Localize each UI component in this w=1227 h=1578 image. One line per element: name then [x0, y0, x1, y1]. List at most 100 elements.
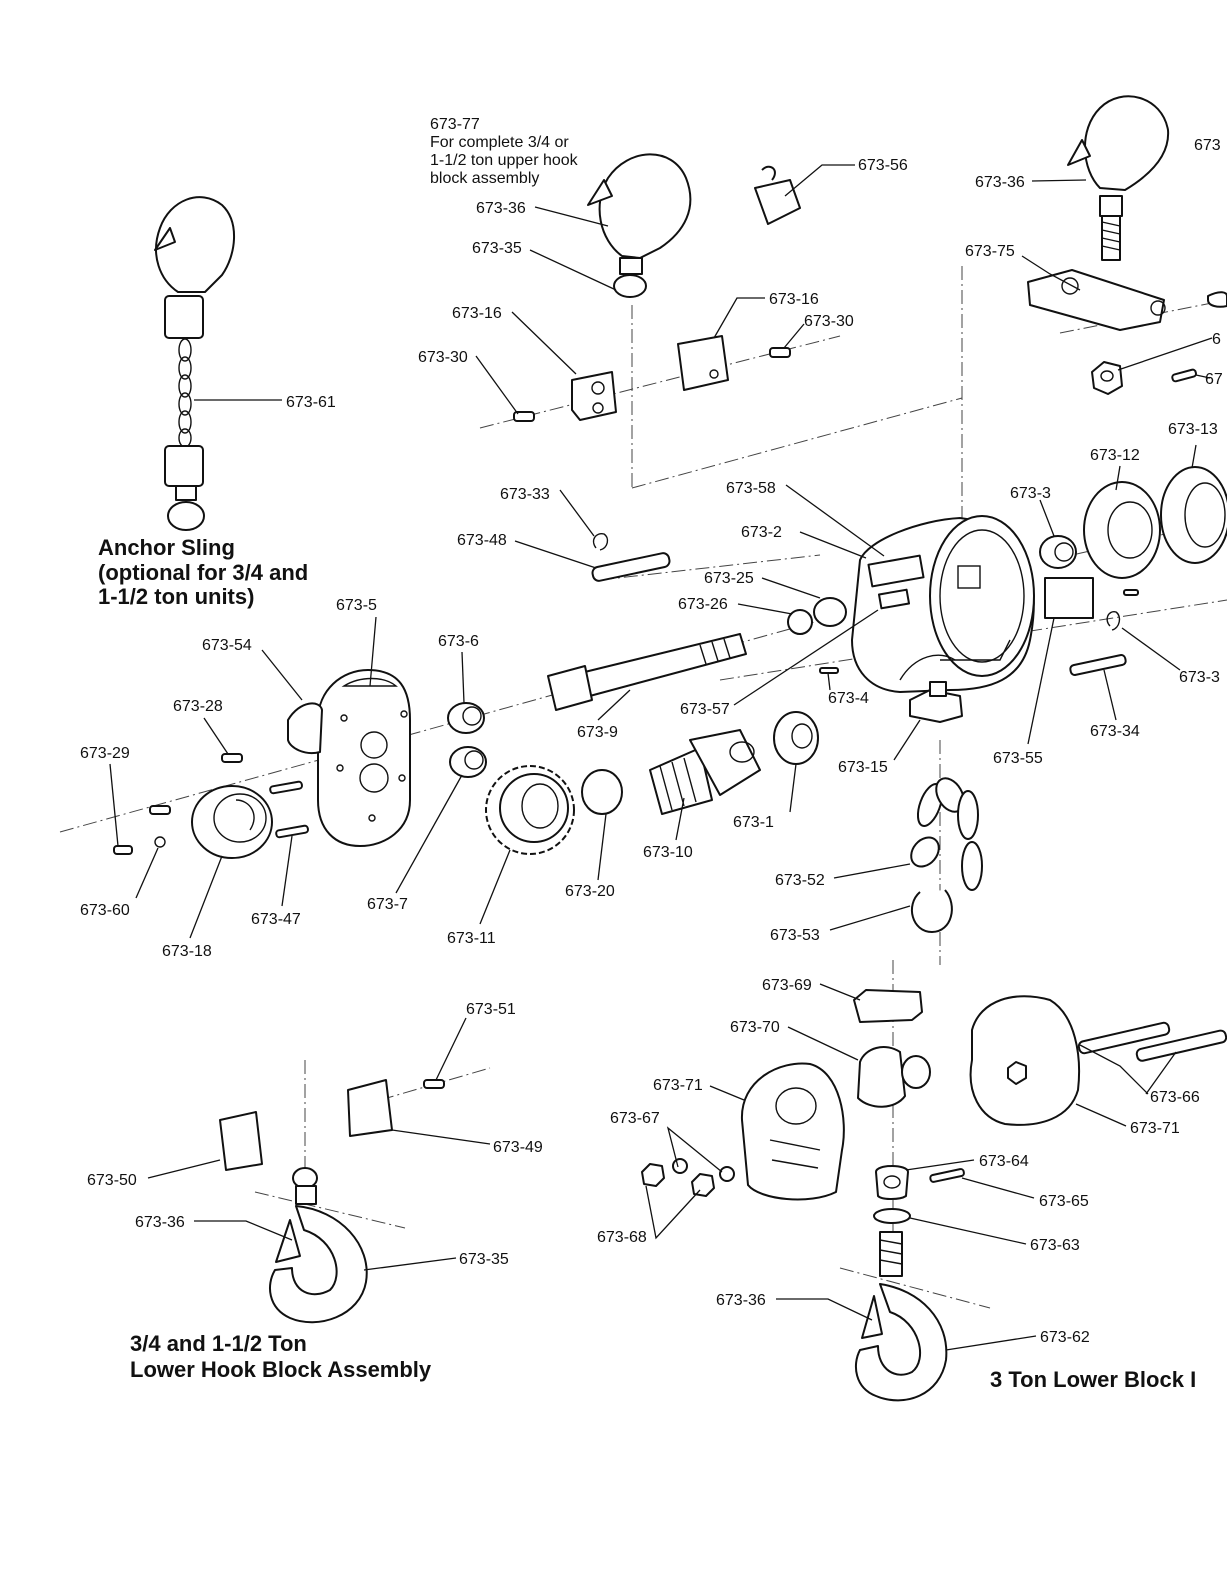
part-label: 673-66 — [1150, 1089, 1200, 1106]
part-label: 673-2 — [741, 524, 782, 541]
part-label: 673-11 — [447, 930, 496, 947]
upper-hook-note-line-1: 673-77 — [430, 116, 480, 133]
part-label: 673-25 — [704, 570, 754, 587]
part-label: 673-75 — [965, 243, 1015, 260]
caption-lower-hook-block: 3/4 and 1-1/2 Ton Lower Hook Block Assem… — [130, 1331, 432, 1382]
caption-lower-hook-block-line-1: 3/4 and 1-1/2 Ton — [130, 1331, 307, 1356]
part-label: 673-13 — [1168, 421, 1218, 438]
pin-673-65-icon — [929, 1168, 965, 1183]
part-label: 67 — [1205, 371, 1223, 388]
side-plate-673-5-icon — [317, 669, 411, 847]
part-label: 673-3 — [1179, 669, 1220, 686]
washer-673-63-icon — [873, 1208, 911, 1224]
part-label: 673-60 — [80, 902, 130, 919]
screw-673-51-icon — [423, 1079, 445, 1089]
part-label: 673-29 — [80, 745, 130, 762]
pinion-shaft-673-9-icon — [547, 633, 747, 711]
chain-link-icon — [178, 338, 192, 448]
ring-673-13-icon — [1160, 466, 1227, 564]
part-label: 673-61 — [286, 394, 336, 411]
top-right-hook — [1067, 95, 1170, 261]
upper-hook-note-line-4: block assembly — [430, 170, 539, 187]
part-label: 673-18 — [162, 943, 212, 960]
pin-673-4-icon — [819, 667, 839, 674]
part-label: 673-33 — [500, 486, 550, 503]
screw-673-29-icon — [113, 845, 133, 855]
label-plate-673-55-icon — [1044, 577, 1094, 619]
bearing-673-7-icon — [449, 746, 487, 778]
part-label: 673-68 — [597, 1229, 647, 1246]
hex-nut-icon — [1091, 361, 1123, 395]
main-housing — [851, 515, 1035, 693]
upper-hook-icon — [598, 153, 692, 259]
hook-block-left — [571, 371, 617, 421]
part-label: 673-62 — [1040, 1329, 1090, 1346]
part-673-56-icon — [754, 165, 801, 225]
part-label: 673-52 — [775, 872, 825, 889]
part-label: 673-56 — [858, 157, 908, 174]
part-label: 673-3 — [1010, 485, 1051, 502]
part-label: 673-53 — [770, 927, 820, 944]
part-label: 673-50 — [87, 1172, 137, 1189]
part-label: 673-36 — [476, 200, 526, 217]
lower-hook-673-62-icon — [855, 1231, 948, 1402]
part-label: 673-12 — [1090, 447, 1140, 464]
upper-hook-note-line-2: For complete 3/4 or — [430, 134, 569, 151]
caption-anchor-sling-line-1: Anchor Sling — [98, 535, 235, 560]
screw-icon — [149, 805, 171, 815]
part-label: 673-26 — [678, 596, 728, 613]
part-label: 673-65 — [1039, 1193, 1089, 1210]
upper-hook — [587, 153, 692, 298]
hook-block-right — [677, 335, 729, 391]
part-label: 673-51 — [466, 1001, 516, 1018]
part-label: 6 — [1212, 331, 1221, 348]
upper-hook-note-line-3: 1-1/2 ton upper hook — [430, 152, 579, 169]
part-label: 673-16 — [452, 305, 502, 322]
part-673-54-icon — [287, 702, 323, 754]
part-label: 673-35 — [459, 1251, 509, 1268]
part-label: 673-30 — [418, 349, 468, 366]
top-right-hook-icon — [1084, 95, 1170, 191]
part-label: 673-16 — [769, 291, 819, 308]
part-label: 673-70 — [730, 1019, 780, 1036]
part-label: 673-63 — [1030, 1237, 1080, 1254]
block-housing-673-71-left-icon — [740, 1062, 845, 1201]
part-label: 673-48 — [457, 532, 507, 549]
screw-icon — [769, 347, 791, 358]
part-label: 673-64 — [979, 1153, 1029, 1170]
bracket-673-69-icon — [853, 989, 923, 1023]
part-label: 673-5 — [336, 597, 377, 614]
part-label: 673-10 — [643, 844, 693, 861]
caption-anchor-sling-line-3: 1-1/2 ton units) — [98, 584, 254, 609]
nut-673-64-icon — [875, 1165, 909, 1200]
caption-anchor-sling: Anchor Sling (optional for 3/4 and 1-1/2… — [98, 535, 308, 609]
bearing-673-6-icon — [447, 702, 485, 734]
part-label: 673-47 — [251, 911, 301, 928]
upper-hook-note: 673-77 For complete 3/4 or 1-1/2 ton upp… — [430, 116, 579, 187]
load-chain-673-52-icon — [910, 777, 983, 891]
brake-disc-673-18-icon — [191, 785, 273, 859]
part-label: 673-9 — [577, 724, 618, 741]
part-label: 673-7 — [367, 896, 408, 913]
part-label: 673-28 — [173, 698, 223, 715]
bolt-673-66-icon — [1077, 1021, 1227, 1062]
part-labels: 673-56 673-36 673-35 673-36 673 673-75 6… — [80, 137, 1223, 1346]
part-label: 673-54 — [202, 637, 252, 654]
part-label: 673-35 — [472, 240, 522, 257]
part-label: 673-36 — [975, 174, 1025, 191]
part-673-75-icon — [1027, 269, 1166, 331]
anchor-sling — [154, 196, 235, 531]
lower-hook-673-35-icon — [269, 1167, 368, 1324]
pin-673-34-icon — [1069, 654, 1127, 676]
screw-673-28-icon — [221, 753, 243, 763]
washer-673-60-icon — [154, 836, 166, 848]
part-label: 673-36 — [135, 1214, 185, 1231]
chain-stop-673-53-icon — [911, 889, 953, 933]
part-label: 673-58 — [726, 480, 776, 497]
pin-673-48-icon — [591, 552, 671, 582]
screw-icon — [513, 411, 535, 422]
load-sheave-673-10-icon — [649, 729, 761, 815]
part-label: 673-30 — [804, 313, 854, 330]
part-label: 673 — [1194, 137, 1221, 154]
ring-673-26-icon — [787, 609, 813, 635]
